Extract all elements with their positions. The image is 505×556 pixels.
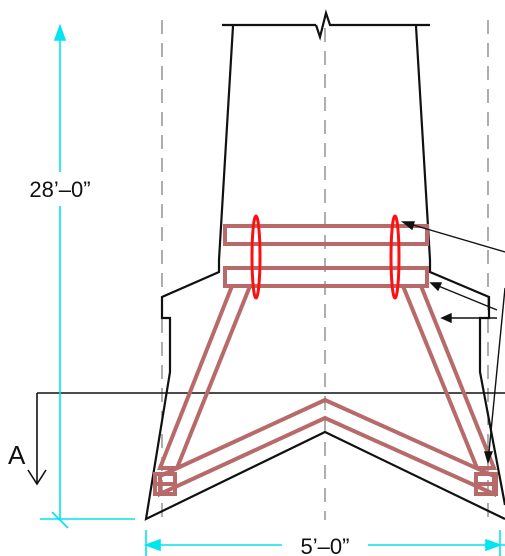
leader-3-arrow <box>440 312 452 324</box>
section-label: A <box>8 440 26 470</box>
width-dimension-label: 5’–0” <box>301 534 350 556</box>
lower-tendon <box>223 266 429 288</box>
clamps <box>250 214 401 300</box>
width-dim-arrow-left <box>143 538 161 552</box>
section-cut-a <box>27 392 505 486</box>
pier-right-profile <box>414 25 505 506</box>
upper-tendon <box>223 224 429 246</box>
leader-1 <box>402 221 505 253</box>
break-symbol <box>314 9 334 41</box>
leader-2 <box>430 282 498 311</box>
pier-left-profile <box>144 25 505 521</box>
right-diagonal-strut <box>400 284 497 470</box>
leader-2-arrow <box>429 282 443 292</box>
leaders <box>400 221 505 465</box>
leader-4 <box>487 287 505 463</box>
tendons <box>153 224 498 498</box>
height-dimension-label: 28’–0” <box>29 177 90 202</box>
left-clamp <box>250 214 262 300</box>
height-dim-tick <box>51 511 69 529</box>
leader-1-arrow <box>400 221 415 231</box>
right-clamp <box>389 214 401 300</box>
pier-outline <box>144 9 505 521</box>
height-dim-arrow-top <box>53 23 67 41</box>
width-dim-text-mask <box>282 532 368 556</box>
height-dimension <box>40 23 135 529</box>
section-arrowhead <box>27 469 47 486</box>
chevron-tendon <box>158 397 496 498</box>
height-dim-text-mask <box>20 172 100 206</box>
leader-4-arrow <box>484 451 494 465</box>
width-dim-arrow-right <box>485 538 503 552</box>
centerlines <box>161 20 489 520</box>
